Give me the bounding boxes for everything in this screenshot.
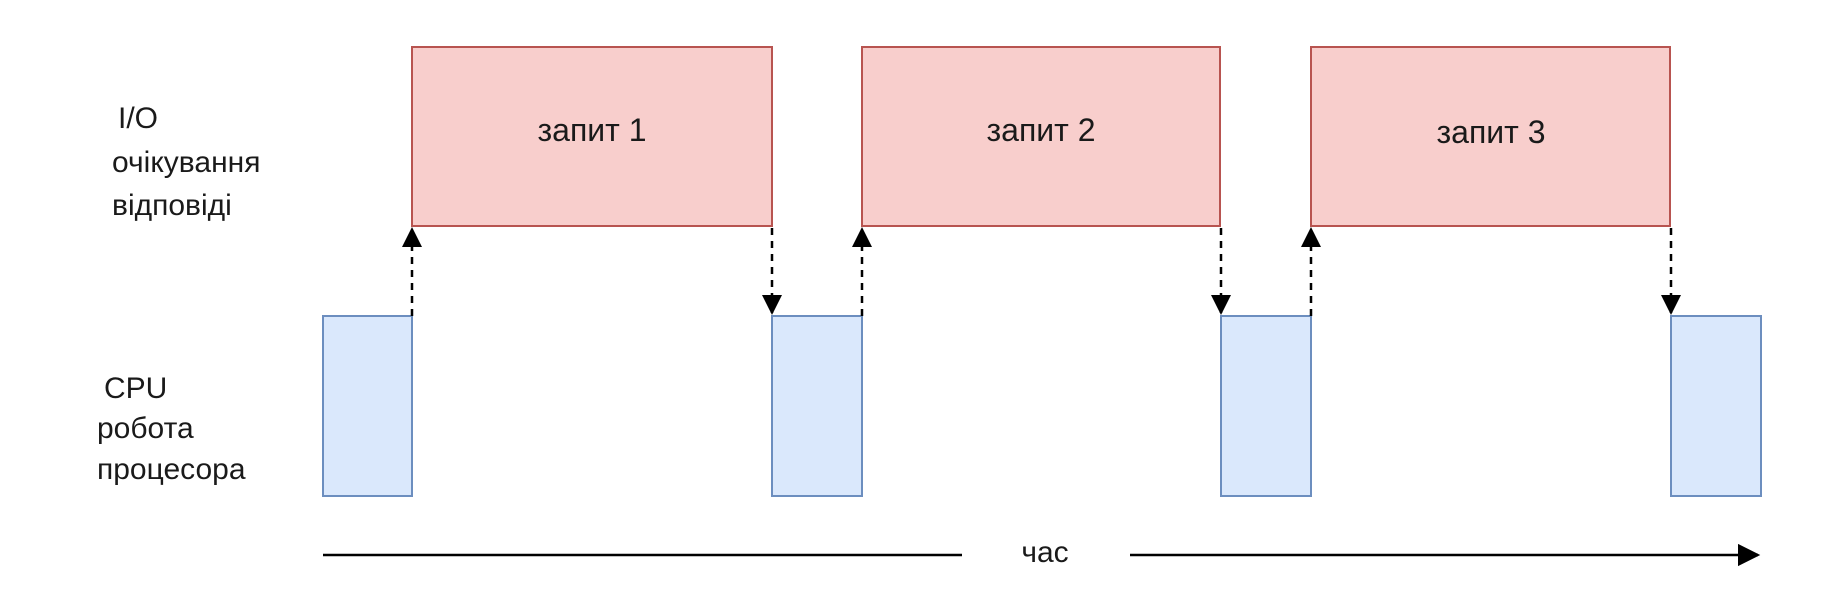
io-block-3-rect [1310,46,1671,227]
io-block-1-label: запит 1 [537,112,646,148]
io-block-3-label: запит 3 [1436,114,1545,150]
cpu-row-label: CPU робота процесора [97,372,246,486]
cpu-block-2 [771,315,863,497]
io-block-2: запит 2 [861,46,1221,227]
io-row-subtitle-line-1: очікування [112,146,260,179]
io-block-1-rect [411,46,773,227]
io-block-3: запит 3 [1310,46,1671,227]
io-row-label: I/O очікування відповіді [112,102,260,222]
io-row-subtitle-line-2: відповіді [112,189,232,222]
cpu-block-1 [322,315,413,497]
cpu-row-title: CPU [104,372,167,405]
cpu-block-3 [1220,315,1312,497]
io-block-2-rect [861,46,1221,227]
io-block-1: запит 1 [411,46,773,227]
cpu-row-subtitle-line-1: робота [97,412,194,445]
cpu-block-4 [1670,315,1762,497]
time-axis: час [323,536,1761,569]
io-row-title: I/O [118,102,158,135]
time-axis-label: час [1021,536,1068,569]
cpu-row-subtitle-line-2: процесора [97,453,246,486]
io-block-2-label: запит 2 [986,112,1095,148]
